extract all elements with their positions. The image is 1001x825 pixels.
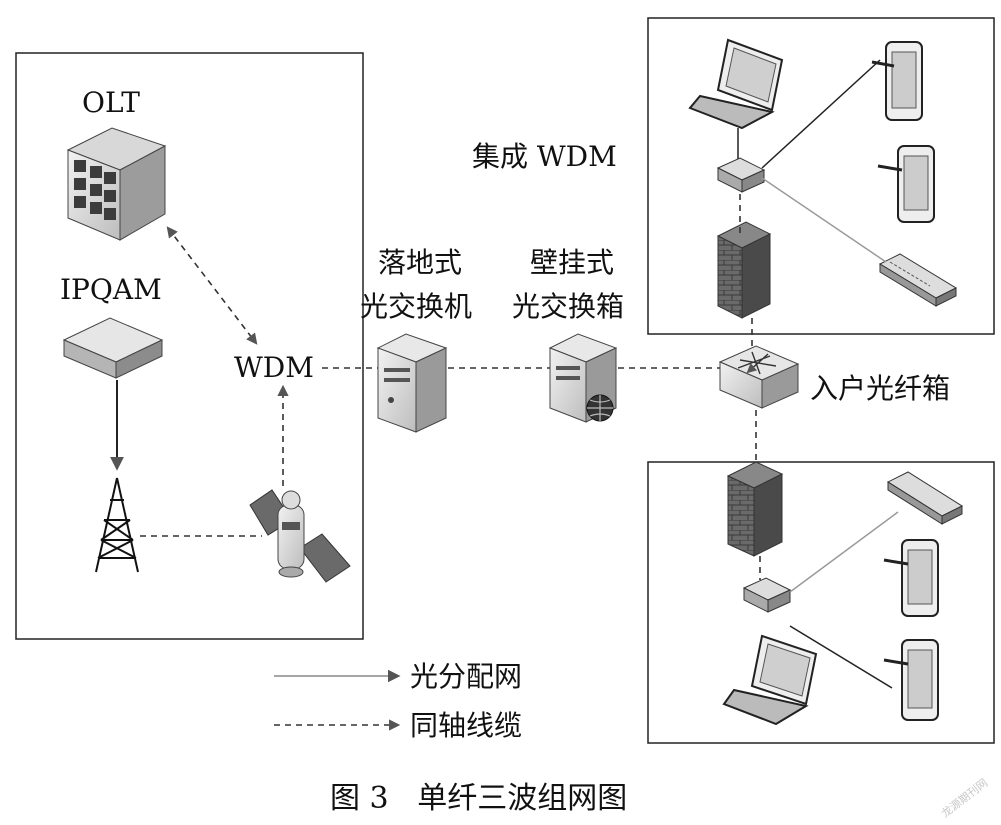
- headend-frame: [15, 52, 364, 640]
- home-fiber-box-icon: [718, 345, 800, 409]
- tablet-icon-top-1: [885, 41, 923, 121]
- laptop-icon-bottom: [722, 634, 818, 726]
- olt-label: OLT: [82, 86, 140, 119]
- router-icon-top: [716, 157, 766, 193]
- integrated-wdm-label: 集成 WDM: [472, 140, 617, 173]
- router-to-switch-line: [761, 177, 887, 263]
- ipqam-device-icon: [62, 317, 164, 379]
- firewall-icon-bottom: [726, 461, 784, 557]
- home-fiber-box-label: 入户光纤箱: [810, 372, 950, 405]
- wall-box-label-line1: 壁挂式: [530, 246, 614, 279]
- router-icon-bottom: [742, 577, 792, 613]
- wdm-label: WDM: [234, 351, 314, 384]
- top-home-frame: [647, 17, 995, 335]
- network-switch-icon-top: [878, 253, 958, 307]
- tablet-stylus-top-2: [877, 164, 903, 172]
- router-to-tablet-line: [761, 59, 881, 169]
- router-to-switch-bottom-line: [789, 511, 899, 593]
- router-to-tablet-bottom-line: [789, 625, 893, 689]
- tablet-icon-bottom-2: [901, 639, 939, 721]
- floor-switch-label-line1: 落地式: [378, 246, 462, 279]
- olt-to-wdm-line: [166, 226, 258, 345]
- transmission-tower-icon: [95, 477, 139, 573]
- olt-server-icon: [66, 127, 167, 241]
- satellite-icon: [249, 489, 351, 583]
- watermark: 龙源期刊网: [938, 775, 990, 820]
- floor-switch-label-line2: 光交换机: [360, 290, 472, 323]
- laptop-icon-top: [688, 38, 784, 130]
- tablet-stylus-bottom-2: [883, 658, 909, 666]
- tablet-stylus-bottom-1: [883, 558, 909, 566]
- legend-dashed-label: 同轴线缆: [410, 709, 522, 742]
- ipqam-label: IPQAM: [60, 273, 162, 306]
- firewall-icon-top: [716, 221, 772, 319]
- legend-solid-label: 光分配网: [410, 660, 522, 693]
- tablet-icon-bottom-1: [901, 539, 939, 617]
- bottom-home-frame: [647, 461, 995, 744]
- wall-box-label-line2: 光交换箱: [512, 290, 624, 323]
- tablet-icon-top-2: [897, 145, 935, 223]
- floor-switch-icon: [376, 333, 448, 433]
- network-switch-icon-bottom: [886, 471, 964, 525]
- wall-box-icon: [548, 333, 618, 423]
- tablet-stylus-top-1: [871, 60, 895, 68]
- figure-caption: 图 3 单纤三波组网图: [330, 781, 627, 816]
